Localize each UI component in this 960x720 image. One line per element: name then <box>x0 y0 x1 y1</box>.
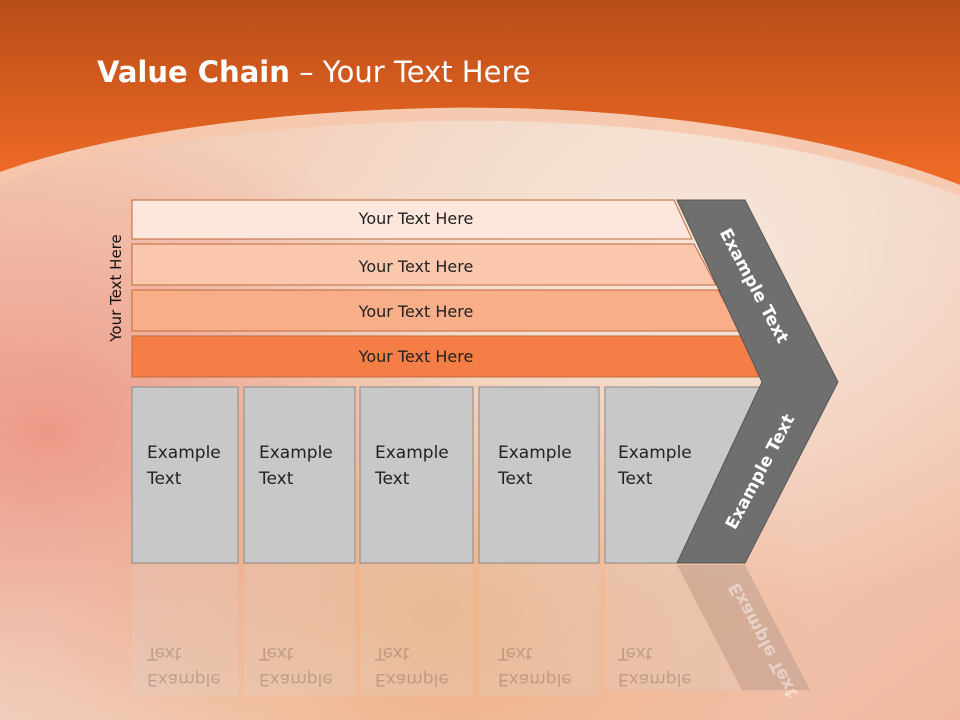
box-1[interactable] <box>131 386 239 564</box>
box-2-reflection-line1: Example <box>259 669 333 689</box>
row-1-label: Your Text Here <box>358 209 474 228</box>
box-5-text: Example Text <box>618 440 692 492</box>
box-3-text: Example Text <box>375 440 449 492</box>
box-3-reflection: Example Text <box>375 640 449 692</box>
box-3-line2: Text <box>375 469 410 489</box>
row-1[interactable] <box>131 199 693 240</box>
box-5-reflection: Example Text <box>618 640 692 692</box>
row-3-label: Your Text Here <box>358 302 474 321</box>
box-4-text: Example Text <box>498 440 572 492</box>
box-1-line1: Example <box>147 443 221 463</box>
box-5-reflection-line1: Example <box>618 669 692 689</box>
box-3[interactable] <box>359 386 474 564</box>
box-2-line2: Text <box>259 469 294 489</box>
box-4[interactable] <box>478 386 600 564</box>
row-2-label: Your Text Here <box>358 257 474 276</box>
box-3-reflection-line2: Text <box>375 643 410 663</box>
slide-title: Value Chain – Your Text Here <box>97 55 531 89</box>
box-1-reflection: Example Text <box>147 640 221 692</box>
title-bold: Value Chain <box>97 55 290 89</box>
vertical-label: Your Text Here <box>107 234 125 342</box>
box-4-line1: Example <box>498 443 572 463</box>
box-3-reflection-line1: Example <box>375 669 449 689</box>
box-4-reflection: Example Text <box>498 640 572 692</box>
box-4-reflection-line2: Text <box>498 643 533 663</box>
box-4-line2: Text <box>498 469 533 489</box>
box-5-line2: Text <box>618 469 653 489</box>
chevron-arrow[interactable] <box>676 199 839 564</box>
box-2-text: Example Text <box>259 440 333 492</box>
box-5-line1: Example <box>618 443 692 463</box>
reflection <box>132 565 810 695</box>
box-1-line2: Text <box>147 469 182 489</box>
row-2[interactable] <box>131 243 717 286</box>
box-2-line1: Example <box>259 443 333 463</box>
row-4-label: Your Text Here <box>358 347 474 366</box>
box-1-reflection-line2: Text <box>147 643 182 663</box>
box-1-reflection-line1: Example <box>147 669 221 689</box>
box-4-reflection-line1: Example <box>498 669 572 689</box>
box-3-line1: Example <box>375 443 449 463</box>
box-2-reflection: Example Text <box>259 640 333 692</box>
box-2[interactable] <box>243 386 356 564</box>
box-1-text: Example Text <box>147 440 221 492</box>
box-5-reflection-line2: Text <box>618 643 653 663</box>
box-2-reflection-line2: Text <box>259 643 294 663</box>
title-rest: – Your Text Here <box>289 55 531 89</box>
